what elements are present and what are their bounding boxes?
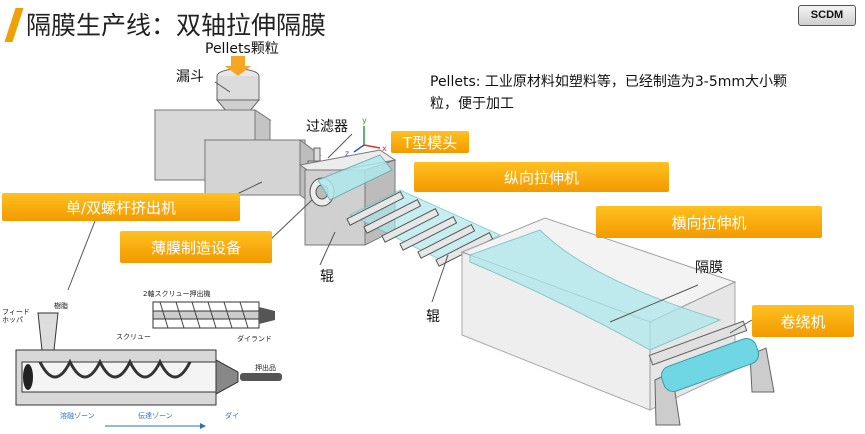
roller-label-1: 辊 [320, 269, 334, 285]
inset-extruder-diagram: 2軸スクリュー押出機 フィード ホッパ 樹脂 スクリュー ダイランド 押出品 溶… [2, 289, 282, 429]
leader-lines [67, 81, 753, 334]
inset-transport-zone: 伝達ゾーン [138, 411, 173, 420]
inset-feed-hopper-2: ホッパ [2, 316, 23, 324]
separator-label: 隔膜 [695, 260, 723, 276]
axis-y-label: y [362, 116, 367, 125]
page-title: 隔膜生产线：双轴拉伸隔膜 [26, 11, 327, 40]
hopper-label: 漏斗 [176, 69, 204, 85]
pellets-arrow-icon [225, 56, 251, 76]
callout-film-equipment: 薄膜制造设备 [120, 231, 272, 263]
callout-t-die: T型模头 [391, 131, 469, 153]
callout-td-stretch: 横向拉伸机 [596, 206, 822, 238]
inset-die-land: ダイランド [237, 334, 272, 343]
axis-z-label: z [345, 149, 349, 158]
inset-screw: スクリュー [116, 333, 151, 341]
axis-triad-icon: y x z [345, 116, 387, 158]
inset-resin: 樹脂 [54, 301, 68, 310]
scdm-badge: SCDM [798, 5, 856, 26]
winder-graphic [648, 320, 775, 426]
inset-feed-hopper-1: フィード [2, 308, 30, 316]
inset-extrudate: 押出品 [255, 363, 276, 372]
md-stretch-rollers [346, 189, 502, 267]
pellets-note-line-2: 粒，便于加工 [430, 96, 514, 112]
pellets-label: Pellets颗粒 [205, 41, 279, 57]
roller-label-2: 辊 [426, 309, 440, 325]
pellets-note: Pellets: 工业原材料如塑料等，已经制造为3-5mm大小颗 粒，便于加工 [430, 71, 790, 115]
filter-label: 过滤器 [306, 119, 348, 135]
callout-winder: 卷绕机 [752, 305, 854, 337]
hopper-graphic [215, 68, 261, 133]
inset-melt-zone: 溶融ゾーン [60, 411, 95, 420]
inset-die: ダイ [225, 411, 239, 420]
axis-x-label: x [382, 144, 387, 153]
callout-md-stretch: 纵向拉伸机 [414, 162, 669, 192]
callout-extruder: 单/双螺杆挤出机 [2, 193, 240, 221]
inset-title: 2軸スクリュー押出機 [143, 289, 210, 298]
pellets-note-line-1: Pellets: 工业原材料如塑料等，已经制造为3-5mm大小颗 [430, 74, 788, 90]
